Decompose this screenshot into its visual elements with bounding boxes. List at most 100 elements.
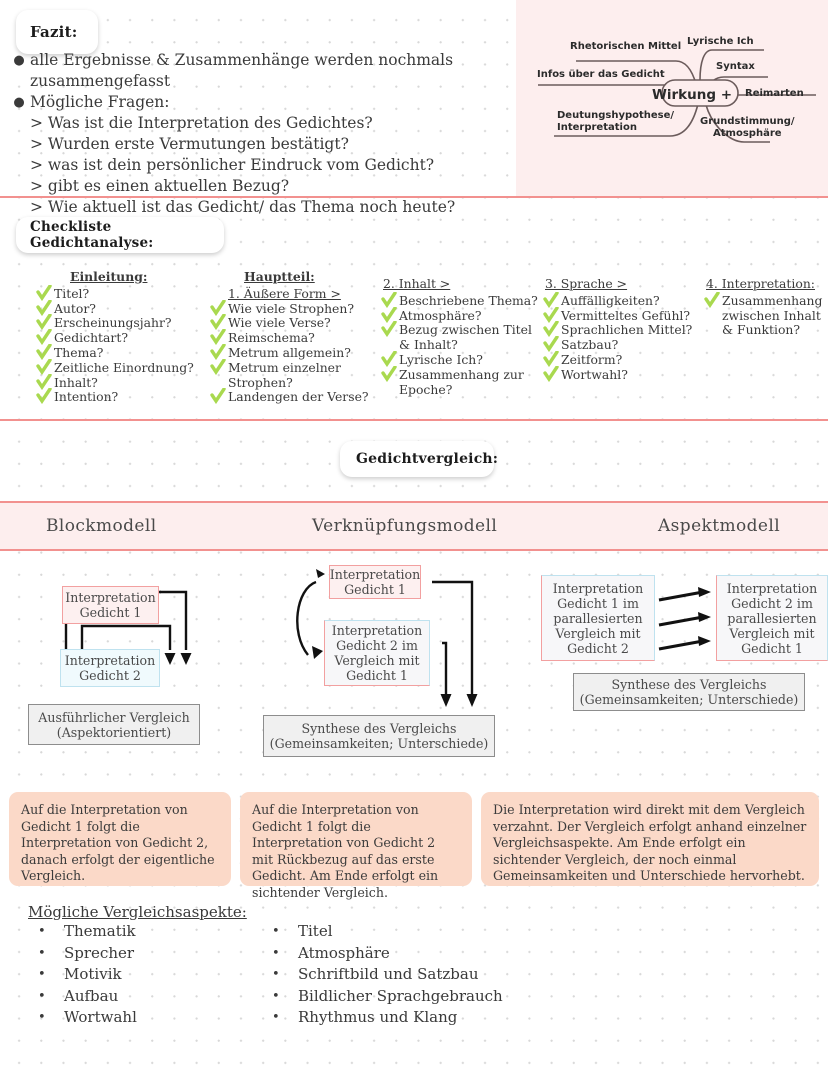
- fazit-question: > gibt es einen aktuellen Bezug?: [30, 177, 290, 195]
- check-icon: [381, 306, 397, 323]
- check-icon: [36, 329, 52, 346]
- bullet-dot-icon: •: [38, 1010, 46, 1025]
- check-icon: [543, 336, 559, 353]
- checklist-item[interactable]: Autor?: [36, 299, 218, 317]
- check-icon: [36, 314, 52, 331]
- checkliste-chip: Checkliste Gedichtanalyse:: [16, 217, 224, 253]
- checklist-item[interactable]: Satzbau?: [543, 336, 700, 353]
- list-item-label: Sprecher: [64, 943, 135, 962]
- checklist-item[interactable]: Intention?: [36, 388, 218, 405]
- checklist-item[interactable]: Metrum einzelner Strophen?: [210, 358, 392, 391]
- verknuepfungsmodell-arrows: [296, 569, 478, 707]
- list-item: •Sprecher: [38, 943, 258, 965]
- bullet-dot-icon: •: [272, 967, 280, 982]
- checklist-item[interactable]: Bezug zwischen Titel & Inhalt?: [381, 321, 543, 353]
- check-icon: [543, 306, 559, 323]
- check-icon: [381, 365, 397, 382]
- divider-rule-2: [0, 419, 828, 421]
- model-title-blockmodell: Blockmodell: [46, 516, 157, 536]
- checklist-item[interactable]: Zusammenhang zwischen Inhalt & Funktion?: [704, 291, 822, 338]
- mindmap-label-syntax: Syntax: [716, 61, 755, 72]
- mindmap-label-reimarten: Reimarten: [745, 88, 804, 99]
- checklist-item[interactable]: Zusammenhang zur Epoche?: [381, 365, 543, 398]
- fazit-bullet-text: alle Ergebnisse & Zusammenhänge werden n…: [30, 51, 454, 90]
- fazit-question: > was ist dein persönlicher Eindruck vom…: [30, 156, 435, 174]
- check-icon: [210, 329, 226, 346]
- fazit-bullet: ● Mögliche Fragen:: [8, 92, 508, 113]
- checklist-item[interactable]: Landengen der Verse?: [210, 388, 392, 405]
- checklist-item-label: Erscheinungsjahr?: [54, 315, 172, 331]
- checklist-item[interactable]: Beschriebene Thema?: [381, 291, 543, 309]
- checklist-item[interactable]: Lyrische Ich?: [381, 350, 543, 368]
- fazit-chip: Fazit:: [16, 10, 98, 54]
- checklist-column-einleitung: Einleitung: Titel? Autor? Erscheinungsja…: [36, 269, 218, 405]
- checklist-item[interactable]: Reimschema?: [210, 329, 392, 346]
- checklist-item-label: Sprachlichen Mittel?: [561, 322, 693, 338]
- list-item: •Bildlicher Sprachgebrauch: [272, 986, 602, 1008]
- check-icon: [36, 358, 52, 375]
- checklist-item-label: Wie viele Strophen?: [228, 300, 354, 316]
- checklist-item[interactable]: Thema?: [36, 343, 218, 361]
- column-heading: 3. Sprache >: [545, 276, 628, 291]
- checklist-item[interactable]: Inhalt?: [36, 373, 218, 391]
- gedichtvergleich-chip: Gedichtvergleich:: [340, 441, 498, 477]
- checklist-item[interactable]: Metrum allgemein?: [210, 343, 392, 361]
- check-icon: [210, 388, 226, 405]
- column-heading: 4. Interpretation:: [706, 276, 815, 291]
- fazit-question: > Wurden erste Vermutungen bestätigt?: [30, 135, 349, 153]
- verknuepfungsmodell-box-3: Synthese des Vergleichs (Gemeinsamkeiten…: [263, 715, 495, 757]
- column-subheading: 1. Äußere Form >: [228, 285, 341, 301]
- check-icon: [704, 291, 720, 308]
- mindmap-label-deutungshypothese: Deutungshypothese/ Interpretation: [557, 110, 675, 133]
- check-icon: [210, 343, 226, 360]
- check-icon: [210, 314, 226, 331]
- bullet-dot-icon: •: [38, 967, 46, 982]
- list-item: • Titel: [272, 921, 602, 943]
- checklist-item[interactable]: Titel?: [36, 284, 218, 302]
- fazit-bullet-text: Mögliche Fragen:: [30, 93, 170, 111]
- list-item: •Schriftbild und Satzbau: [272, 964, 602, 986]
- bullet-dot-icon: •: [38, 988, 46, 1004]
- bullet-dot-icon: •: [272, 1010, 280, 1025]
- checklist-item[interactable]: Zeitform?: [543, 350, 700, 368]
- fazit-chip-label: Fazit:: [30, 23, 78, 41]
- checklist-item[interactable]: Gedichtart?: [36, 329, 218, 346]
- mindmap-center-label: Wirkung +: [652, 87, 733, 103]
- checklist-item[interactable]: Sprachlichen Mittel?: [543, 321, 700, 338]
- checklist-item[interactable]: Wie viele Verse?: [210, 314, 392, 331]
- checklist-column-sprache: 3. Sprache > Auffälligkeiten? Vermittelt…: [543, 276, 700, 383]
- checklist-item[interactable]: Erscheinungsjahr?: [36, 314, 218, 331]
- checklist-item[interactable]: Wie viele Strophen?: [210, 299, 392, 317]
- check-icon: [543, 365, 559, 382]
- checklist-item[interactable]: Zeitliche Einordnung?: [36, 358, 218, 376]
- checklist-item[interactable]: Atmosphäre?: [381, 306, 543, 324]
- checklist-item[interactable]: Wortwahl?: [543, 365, 700, 383]
- check-icon: [36, 299, 52, 316]
- mindmap-connectors: [538, 49, 816, 143]
- checklist-item[interactable]: Auffälligkeiten?: [543, 291, 700, 309]
- list-item: •Rhythmus und Klang: [272, 1007, 602, 1029]
- aspektmodell-description: Die Interpretation wird direkt mit dem V…: [481, 792, 819, 886]
- mindmap-label-grundstimmung: Grundstimmung/ Atmosphäre: [700, 116, 795, 139]
- checklist-item[interactable]: Vermitteltes Gefühl?: [543, 306, 700, 324]
- checklist-item-label: Wie viele Verse?: [228, 315, 331, 331]
- checklist-item-label: Autor?: [54, 300, 96, 316]
- bullet-dot-icon: ●: [13, 53, 25, 68]
- fazit-question: > Wie aktuell ist das Gedicht/ das Thema…: [30, 198, 456, 216]
- vergleichsaspekte-heading: Mögliche Vergleichsaspekte:: [28, 903, 247, 921]
- list-item-label: Titel: [298, 922, 333, 940]
- mindmap-label-lyrische-ich: Lyrische Ich: [687, 36, 754, 47]
- blockmodell-box-1: Interpretation Gedicht 1: [62, 586, 159, 624]
- column-heading: Einleitung:: [70, 269, 148, 284]
- check-icon: [381, 350, 397, 367]
- bullet-dot-icon: •: [272, 924, 280, 939]
- checklist-item-label: Landengen der Verse?: [228, 389, 369, 405]
- blockmodell-box-3: Ausführlicher Vergleich (Aspektorientier…: [28, 704, 200, 745]
- fazit-content: ● alle Ergebnisse & Zusammenhänge werden…: [8, 50, 508, 218]
- fazit-bullet: ● alle Ergebnisse & Zusammenhänge werden…: [8, 50, 508, 92]
- checklist-item-label: Metrum einzelner Strophen?: [228, 359, 341, 390]
- divider-rule-3: [0, 501, 828, 503]
- checklist-item-label: Zeitliche Einordnung?: [54, 359, 194, 375]
- checklist-item-label: Reimschema?: [228, 330, 315, 346]
- checklist-item-label: Atmosphäre?: [399, 307, 482, 323]
